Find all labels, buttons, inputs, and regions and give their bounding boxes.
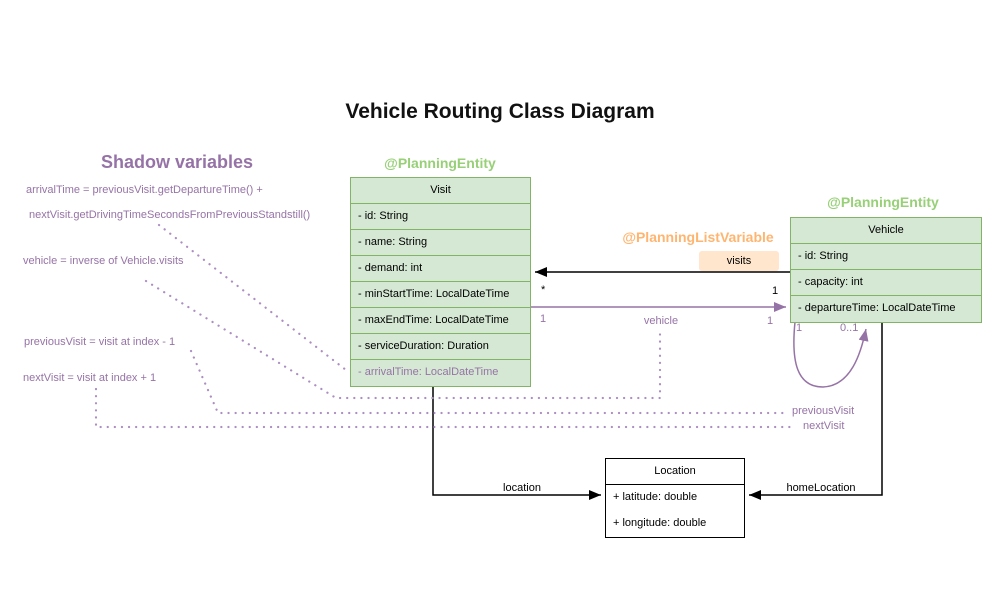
diagram-title: Vehicle Routing Class Diagram <box>345 100 655 123</box>
visit-field-min-start-time: - minStartTime: LocalDateTime <box>351 282 530 308</box>
visit-field-service-duration: - serviceDuration: Duration <box>351 334 530 360</box>
shadow-rule-next-visit: nextVisit = visit at index + 1 <box>23 372 157 384</box>
shadow-link-next-visit <box>94 387 798 429</box>
vehicle-assoc-label: vehicle <box>643 315 679 327</box>
visit-class-box: Visit - id: String - name: String - dema… <box>350 177 531 387</box>
location-class-title: Location <box>606 459 744 485</box>
location-edge-label: location <box>503 482 541 494</box>
visit-field-demand: - demand: int <box>351 256 530 282</box>
vehicle-field-departure-time: - departureTime: LocalDateTime <box>798 302 956 314</box>
next-visit-edge-label: nextVisit <box>803 420 845 432</box>
vehicle-assoc-multiplicity-right: 1 <box>767 315 774 327</box>
self-loop-multiplicity-zero-one: 0..1 <box>840 322 859 334</box>
shadow-rule-arrival-time-line2: nextVisit.getDrivingTimeSecondsFromPrevi… <box>29 209 311 221</box>
visit-planning-entity-annotation: @PlanningEntity <box>384 155 496 171</box>
location-field-longitude: + longitude: double <box>613 517 707 529</box>
vehicle-class-title: Vehicle <box>791 218 981 244</box>
shadow-rule-arrival-time-line1: arrivalTime = previousVisit.getDeparture… <box>26 184 263 196</box>
visits-badge: visits <box>699 251 779 271</box>
planning-list-variable-annotation: @PlanningListVariable <box>622 229 774 245</box>
visit-class-title: Visit <box>351 178 530 204</box>
previous-visit-edge-label: previousVisit <box>792 405 855 417</box>
vehicle-assoc-multiplicity-left: 1 <box>540 313 547 325</box>
shadow-rule-vehicle: vehicle = inverse of Vehicle.visits <box>23 255 184 267</box>
visits-multiplicity-one: 1 <box>772 285 779 297</box>
shadow-link-arrival-time <box>157 223 348 372</box>
visit-field-max-end-time: - maxEndTime: LocalDateTime <box>351 308 530 334</box>
visit-field-name: - name: String <box>351 230 530 256</box>
home-location-association-arrow <box>749 321 883 500</box>
home-location-edge-label: homeLocation <box>786 482 856 494</box>
location-class-box: Location + latitude: double + longitude:… <box>605 458 745 538</box>
self-loop-multiplicity-one: 1 <box>796 322 803 334</box>
location-field-latitude: + latitude: double <box>613 491 698 503</box>
vehicle-field-id: - id: String <box>791 244 981 270</box>
shadow-rule-previous-visit: previousVisit = visit at index - 1 <box>24 336 176 348</box>
visits-multiplicity-star: * <box>541 284 546 296</box>
vehicle-field-capacity: - capacity: int <box>791 270 981 296</box>
location-association-arrow <box>432 386 601 500</box>
shadow-variables-heading: Shadow variables <box>100 152 254 172</box>
visit-field-id: - id: String <box>351 204 530 230</box>
visit-field-arrival-time: - arrivalTime: LocalDateTime <box>358 366 499 378</box>
vehicle-class-box: Vehicle - id: String - capacity: int - d… <box>790 217 982 323</box>
vehicle-self-loop-arrow <box>793 321 869 388</box>
vehicle-planning-entity-annotation: @PlanningEntity <box>827 194 939 210</box>
